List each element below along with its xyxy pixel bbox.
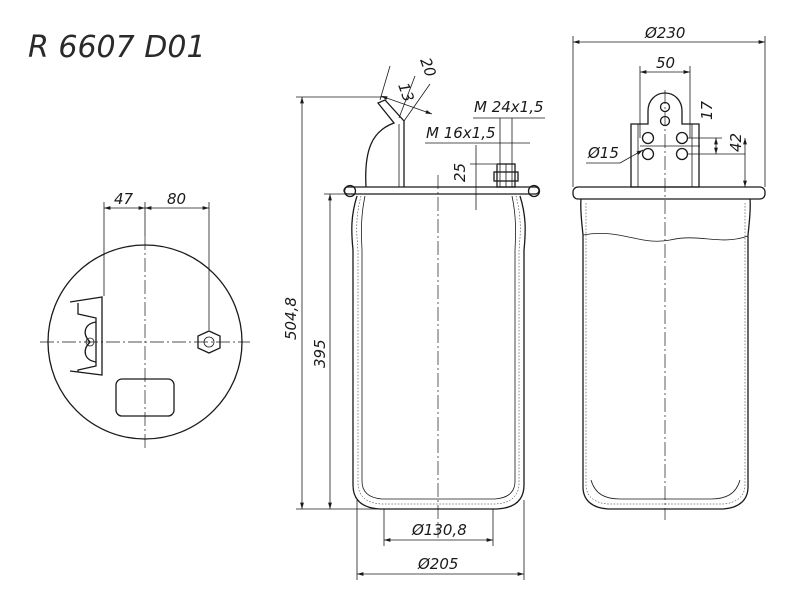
dim-bracket-w2: 20 <box>416 55 439 79</box>
part-number-title: R 6607 D01 <box>28 30 206 65</box>
front-view: 504,8 395 13 20 M 24x1,5 M 16x1,5 25 Ø13… <box>282 55 545 580</box>
top-view-bracket <box>69 296 103 376</box>
thread-small-label: M 16x1,5 <box>426 124 496 142</box>
dim-top-offset: 47 <box>114 190 134 208</box>
side-view-bracket <box>630 92 700 188</box>
dim-hole-diameter: Ø15 <box>587 144 619 162</box>
front-view-air-fitting <box>493 163 519 188</box>
dim-bracket-w1: 13 <box>394 80 417 104</box>
side-view: Ø230 50 17 42 Ø15 <box>572 24 766 520</box>
dim-body-height: 395 <box>311 339 329 368</box>
dim-top-diameter: Ø230 <box>644 24 685 42</box>
dim-bracket-h1: 17 <box>698 100 716 120</box>
side-view-body <box>580 198 751 510</box>
dim-bottom-diameter: Ø130,8 <box>411 521 467 539</box>
dim-overall-height: 504,8 <box>282 297 300 340</box>
dim-bracket-h2: 42 <box>727 133 745 152</box>
dim-body-diameter: Ø205 <box>417 555 458 573</box>
dim-top-hole-spacing: 80 <box>167 190 186 208</box>
top-view-air-fitting <box>197 330 221 354</box>
side-view-top-plate <box>572 186 766 200</box>
dim-bracket-width: 50 <box>656 54 675 72</box>
top-view: 47 80 <box>40 190 250 448</box>
front-view-body <box>351 195 526 510</box>
top-view-label-plate <box>115 378 175 417</box>
front-view-bracket <box>365 99 405 188</box>
dim-fitting-height: 25 <box>451 163 469 182</box>
thread-large-label: M 24x1,5 <box>474 98 544 116</box>
